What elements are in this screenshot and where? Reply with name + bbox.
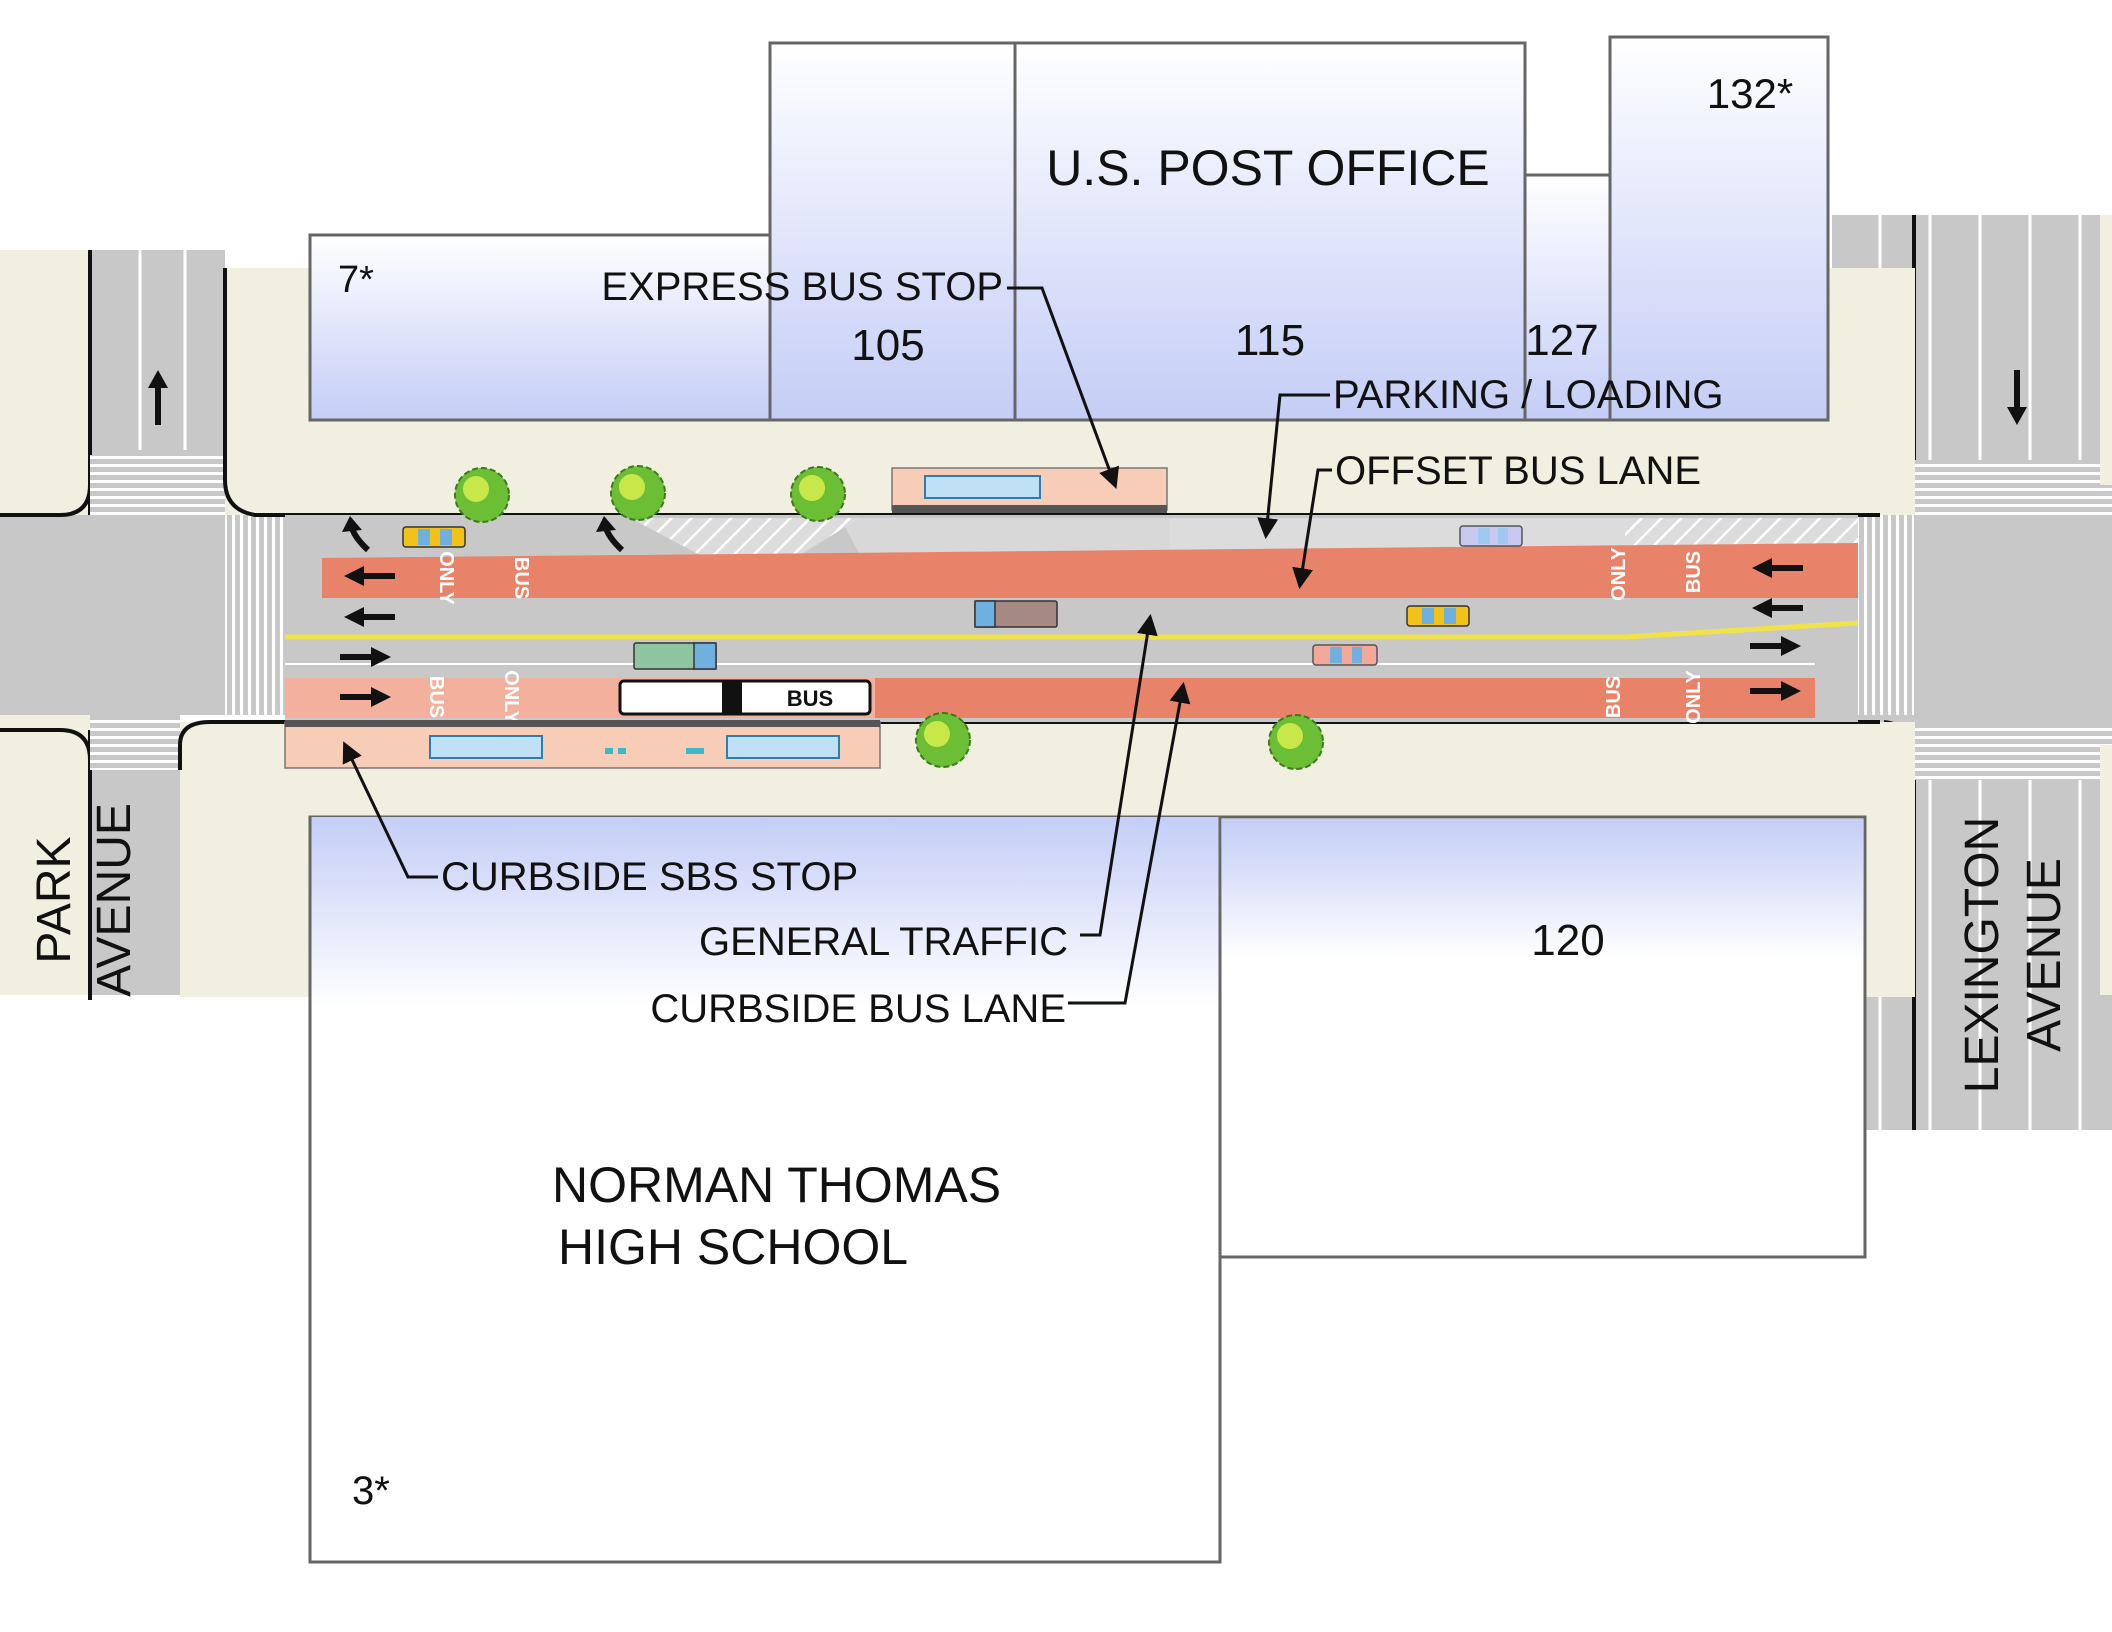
right-arrow-icon <box>340 687 391 707</box>
lexington-avenue-label-line1: LEXINGTON <box>1956 817 2009 1094</box>
center-line <box>285 620 1859 640</box>
crosswalk-lex-west <box>1858 515 1914 715</box>
car-icon <box>1459 525 1523 547</box>
lane-marking-bus-4: BUS <box>1603 676 1625 718</box>
lane-marking-only-2: ONLY <box>1608 546 1630 600</box>
car-icon <box>1312 644 1378 666</box>
building-105-label: 105 <box>851 321 924 370</box>
right-arrow-icon <box>1750 636 1801 656</box>
crosswalk-lex-south <box>1914 725 2112 780</box>
tree-icon <box>915 712 971 768</box>
crosswalk-park-east <box>225 515 285 715</box>
building-3-label: 3* <box>352 1469 390 1513</box>
curbside-sbs-stop-platform <box>284 720 881 769</box>
offset-bus-lane <box>322 543 1858 598</box>
taxi-icon <box>1406 605 1470 627</box>
general-traffic-callout: GENERAL TRAFFIC <box>699 920 1068 964</box>
crosswalk-park-south <box>90 715 180 770</box>
bus-shelter-icon <box>429 735 543 759</box>
lane-marking-only-1: ONLY <box>435 551 457 605</box>
left-arrow-icon <box>344 607 395 627</box>
park-avenue-label-line1: PARK <box>28 836 81 963</box>
callouts: EXPRESS BUS STOP PARKING / LOADING OFFSE… <box>342 265 1723 1031</box>
tree-icon <box>1268 714 1324 770</box>
post-office-label: U.S. POST OFFICE <box>1046 140 1490 196</box>
curbside-sbs-stop-callout: CURBSIDE SBS STOP <box>441 855 858 899</box>
bus-shelter-icon <box>924 475 1041 499</box>
building-115-label: 115 <box>1235 316 1305 365</box>
school-building <box>310 817 1220 1007</box>
down-arrow-icon <box>2007 370 2027 425</box>
vehicles: BUS <box>402 525 1523 716</box>
building-132-label: 132* <box>1707 70 1793 117</box>
tree-icon <box>790 466 846 522</box>
express-bus-stop-platform <box>891 467 1168 513</box>
left-arrow-icon <box>1752 558 1803 578</box>
right-arrow-icon <box>1750 681 1801 701</box>
lane-marking-bus-2: BUS <box>1683 551 1705 593</box>
bus-shelter-icon <box>726 735 840 759</box>
right-arrow-icon <box>340 647 391 667</box>
bus-label: BUS <box>787 686 833 711</box>
lane-marking-only-3: ONLY <box>500 670 522 724</box>
left-arrow-icon <box>344 566 395 586</box>
fare-machine-icon <box>618 748 626 754</box>
building-115 <box>1013 41 1527 422</box>
turn-arrow-icon <box>342 516 371 553</box>
tree-icon <box>454 467 510 523</box>
tree-icon <box>610 465 666 521</box>
truck-icon <box>633 642 717 670</box>
lexington-avenue-label-line2: AVENUE <box>2018 858 2071 1052</box>
sidewalk-nw <box>0 250 90 515</box>
trees <box>454 465 1324 770</box>
hatched-area-west <box>630 518 860 555</box>
offset-bus-lane-callout: OFFSET BUS LANE <box>1335 449 1701 493</box>
building-7-label: 7* <box>338 259 374 301</box>
building-7 <box>308 233 774 422</box>
crosswalk-lex-north <box>1914 460 2112 515</box>
fare-machine-icon <box>686 748 704 754</box>
building-127-label: 127 <box>1525 316 1598 365</box>
roadway: ONLY BUS ONLY BUS BUS ONLY BUS ONLY <box>285 515 1859 725</box>
building-127 <box>1523 173 1612 422</box>
lane-marking-bus-1: BUS <box>510 557 532 599</box>
lane-marking-only-4: ONLY <box>1683 669 1705 723</box>
crosswalk-park-north <box>90 455 225 515</box>
up-arrow-icon <box>148 370 168 425</box>
left-arrow-icon <box>1752 598 1803 618</box>
bus-icon: BUS <box>618 679 872 716</box>
north-buildings <box>308 35 1830 422</box>
building-120-label: 120 <box>1531 916 1604 965</box>
park-avenue-label-line2: AVENUE <box>88 803 141 997</box>
curbside-bus-lane <box>875 678 1815 718</box>
sidewalk-sw <box>0 705 90 995</box>
park-avenue-street <box>0 250 285 1000</box>
school-label-line2: HIGH SCHOOL <box>558 1219 908 1275</box>
express-bus-stop-callout: EXPRESS BUS STOP <box>601 265 1003 309</box>
taxi-icon <box>402 526 466 548</box>
lane-marking-bus-3: BUS <box>425 676 447 718</box>
truck-icon <box>974 600 1058 628</box>
turn-arrow-icon <box>596 516 625 553</box>
building-120 <box>1222 819 1863 959</box>
fare-machine-icon <box>605 748 613 754</box>
school-label-line1: NORMAN THOMAS <box>552 1157 1001 1213</box>
south-buildings <box>308 815 1867 1564</box>
building-132 <box>1608 35 1830 422</box>
parking-loading-callout: PARKING / LOADING <box>1333 373 1723 417</box>
curbside-bus-lane-callout: CURBSIDE BUS LANE <box>650 987 1066 1031</box>
